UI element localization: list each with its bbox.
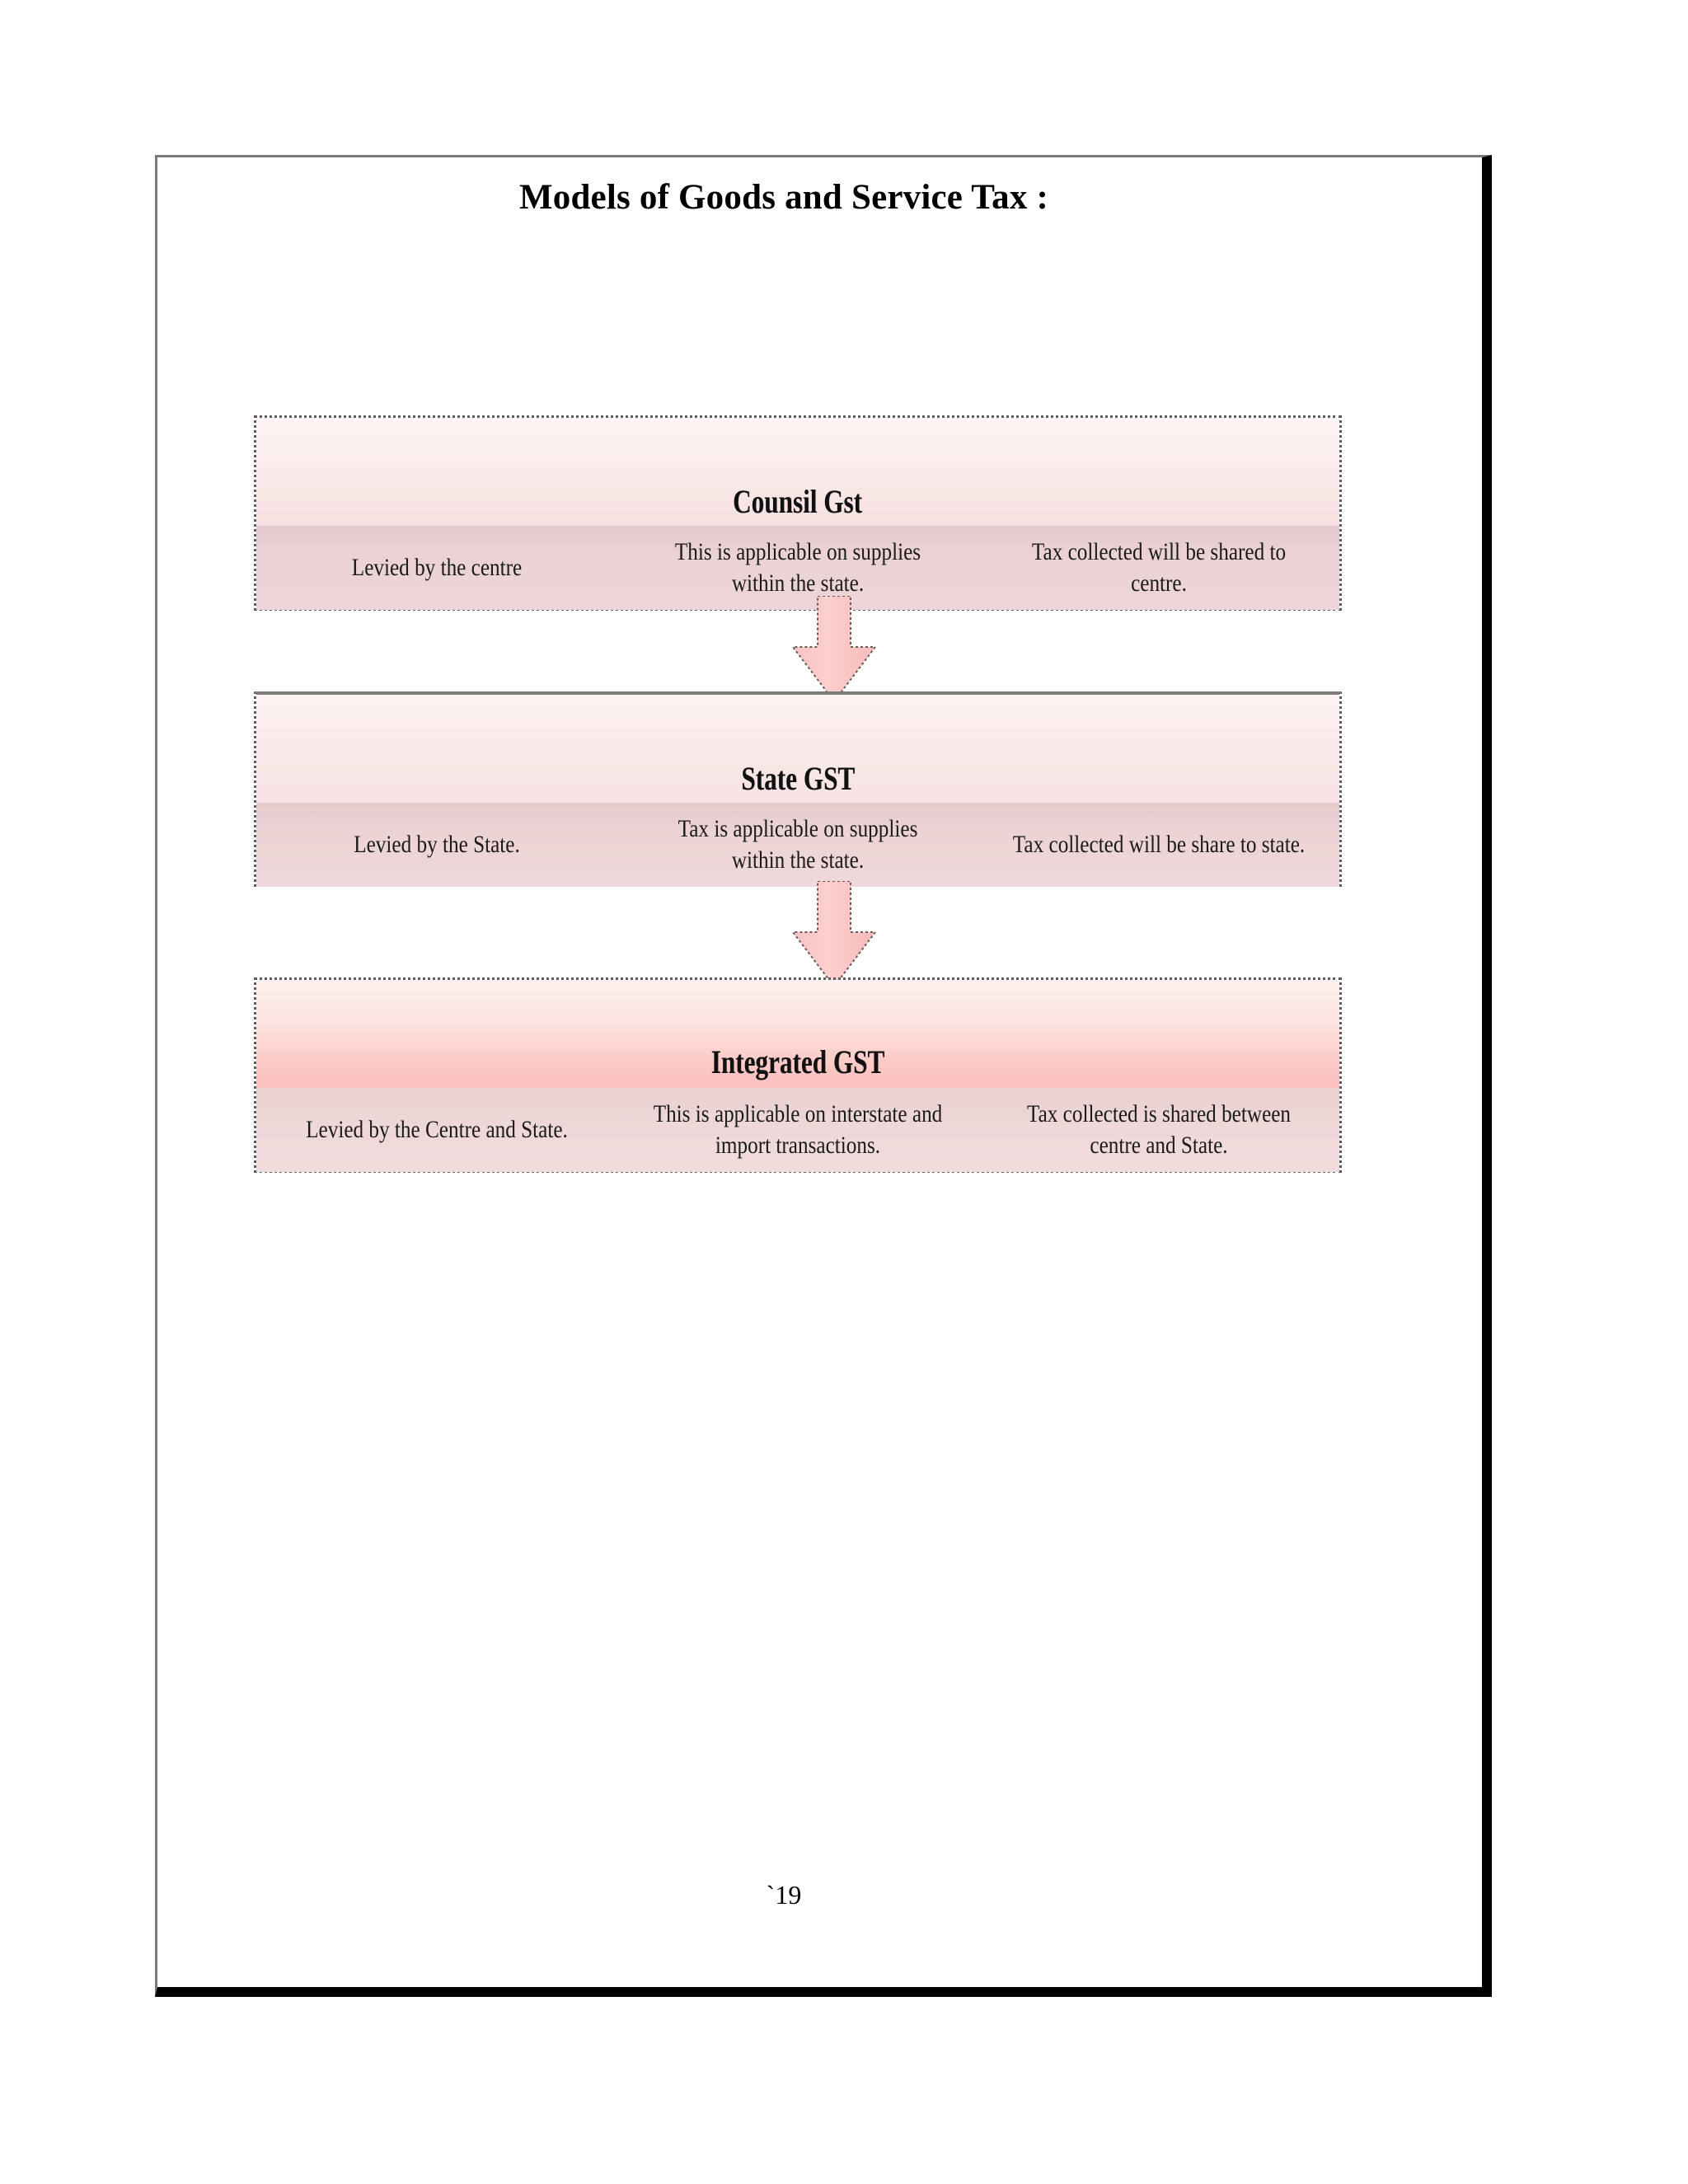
box-body-integrated: Levied by the Centre and State. This is … (256, 1088, 1339, 1172)
box-header-council-label: Counsil Gst (733, 483, 863, 520)
page-title: Models of Goods and Service Tax : (518, 178, 1049, 217)
flowchart-box-council-gst[interactable]: Counsil Gst Levied by the centre This is… (254, 415, 1342, 611)
flowchart-box-integrated-gst[interactable]: Integrated GST Levied by the Centre and … (254, 977, 1342, 1173)
page-number: `19 (766, 1880, 802, 1910)
arrow-down-icon (790, 881, 878, 987)
arrow-down-icon (790, 596, 878, 701)
gst-models-flowchart: Counsil Gst Levied by the centre This is… (157, 157, 1494, 1999)
flowchart-box-state-gst[interactable]: State GST Levied by the State. Tax is ap… (254, 691, 1342, 887)
box-state-cell-2: Tax is applicable on supplies within the… (678, 814, 918, 874)
box-integrated-cell-1: Levied by the Centre and State. (306, 1115, 568, 1143)
document-page: Models of Goods and Service Tax : Counsi… (155, 155, 1492, 1997)
box-header-state-label: State GST (741, 760, 855, 797)
box-council-cell-2: This is applicable on supplies within th… (674, 537, 921, 597)
box-council-cell-1: Levied by the centre (351, 553, 523, 581)
box-state-cell-3: Tax collected will be share to state. (1012, 830, 1306, 858)
box-header-state: State GST (256, 695, 1339, 803)
box-header-integrated-label: Integrated GST (710, 1043, 885, 1080)
box-state-cell-1: Levied by the State. (354, 830, 520, 858)
box-council-cell-3: Tax collected will be shared to centre. (1031, 537, 1287, 597)
box-header-council: Counsil Gst (256, 418, 1339, 526)
box-body-council: Levied by the centre This is applicable … (256, 526, 1339, 610)
box-header-integrated: Integrated GST (256, 980, 1339, 1088)
box-body-state: Levied by the State. Tax is applicable o… (256, 803, 1339, 887)
box-integrated-cell-3: Tax collected is shared between centre a… (1026, 1099, 1292, 1159)
box-integrated-cell-2: This is applicable on interstate and imp… (653, 1099, 943, 1159)
